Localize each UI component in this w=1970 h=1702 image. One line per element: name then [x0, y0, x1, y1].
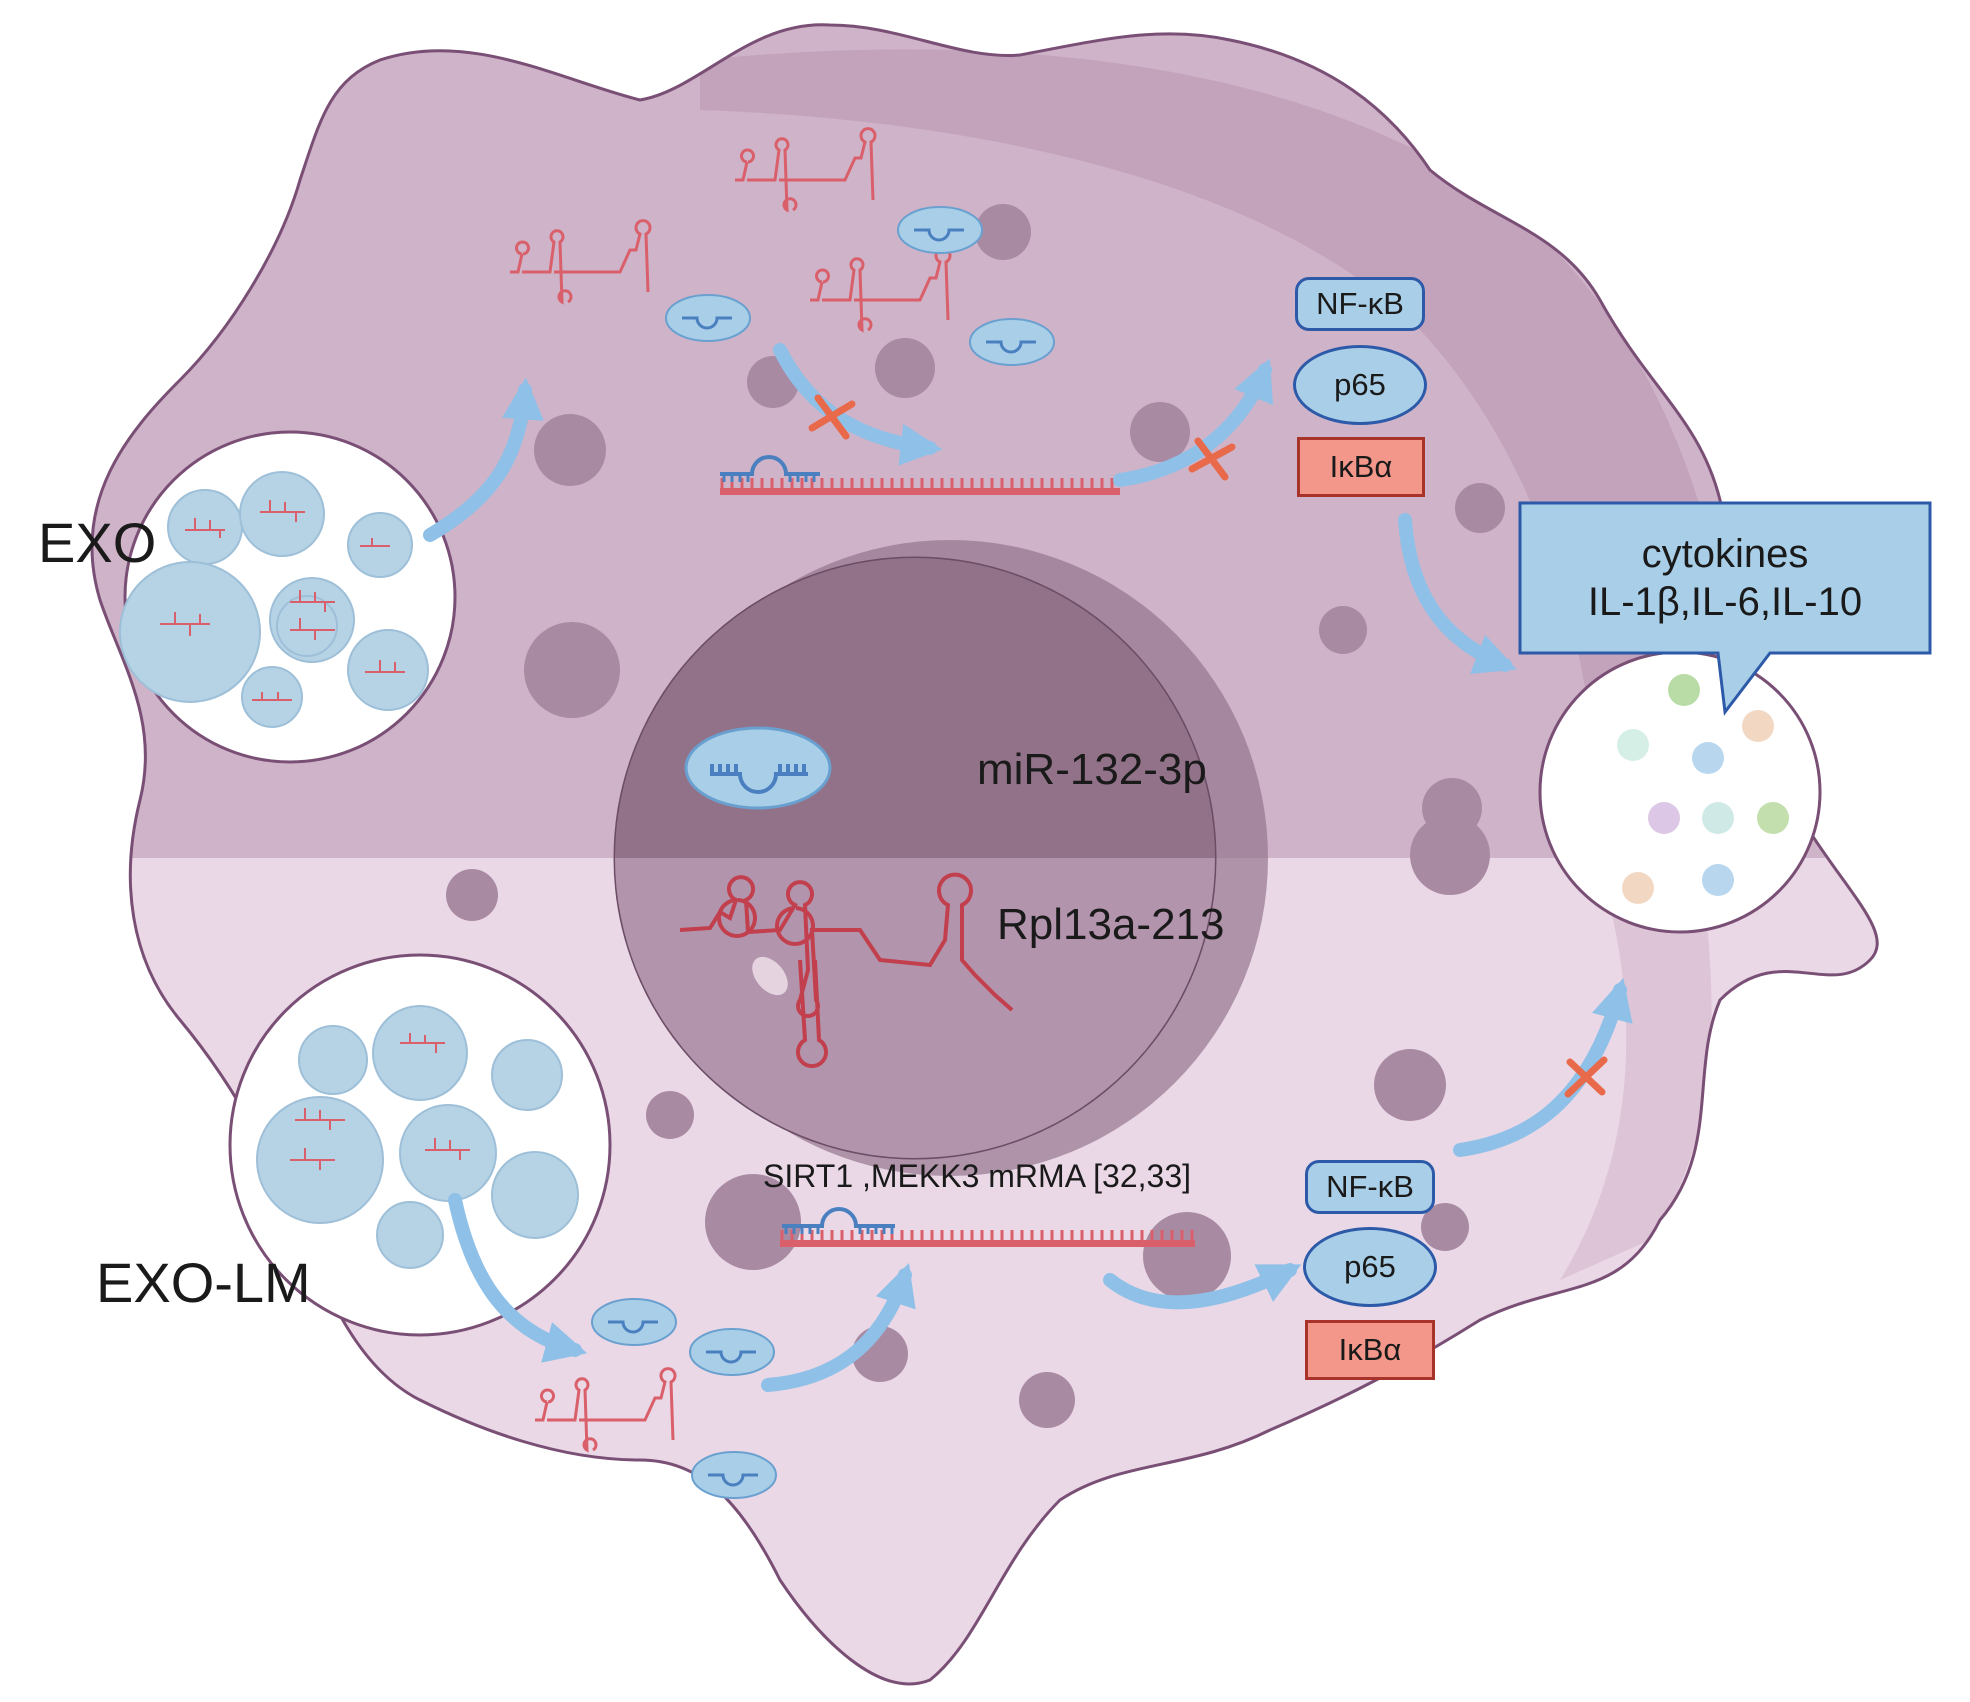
- cytokine-release-vesicle: [1538, 650, 1822, 934]
- rpl-label: Rpl13a-213: [997, 900, 1225, 949]
- lncrna-mirna-complexes-bottom: [533, 1298, 777, 1499]
- exo-vesicle-group: [119, 430, 457, 764]
- exo-lm-label: EXO-LM: [96, 1251, 311, 1314]
- mirna-label: miR-132-3p: [977, 745, 1207, 794]
- cytokines-title: cytokines: [1641, 532, 1809, 576]
- pathway-arrows: [423, 343, 1633, 1392]
- lncrna-icon: [679, 872, 1014, 1069]
- cytokines-callout-text: cytokines IL-1β,IL-6,IL-10: [1520, 530, 1930, 626]
- vesicle-dots: [446, 204, 1505, 1428]
- nfkb-box-bottom: NF-κB: [1305, 1160, 1435, 1214]
- p65-ellipse-bottom: p65: [1303, 1227, 1437, 1307]
- lncrna-mirna-complexes-top: [508, 127, 1055, 366]
- cytokines-callout: [1518, 501, 1932, 716]
- exo-lm-vesicle-group: [228, 953, 612, 1337]
- p65-ellipse-top: p65: [1293, 345, 1427, 425]
- mirna-icon: [684, 726, 832, 810]
- ikba-box-top: IκBα: [1297, 437, 1425, 497]
- mrna-strand-top: [720, 455, 1120, 495]
- mrna-strand-bottom: [780, 1207, 1195, 1247]
- inhibition-marks: [808, 394, 1608, 1098]
- ikba-box-bottom: IκBα: [1305, 1320, 1435, 1380]
- cytokines-list: IL-1β,IL-6,IL-10: [1587, 580, 1863, 624]
- nfkb-box-top: NF-κB: [1295, 277, 1425, 331]
- sirt-mekk3-label: SIRT1 ,MEKK3 mRMA [32,33]: [763, 1158, 1192, 1194]
- exo-label: EXO: [38, 511, 157, 574]
- nucleus: [613, 540, 1268, 1176]
